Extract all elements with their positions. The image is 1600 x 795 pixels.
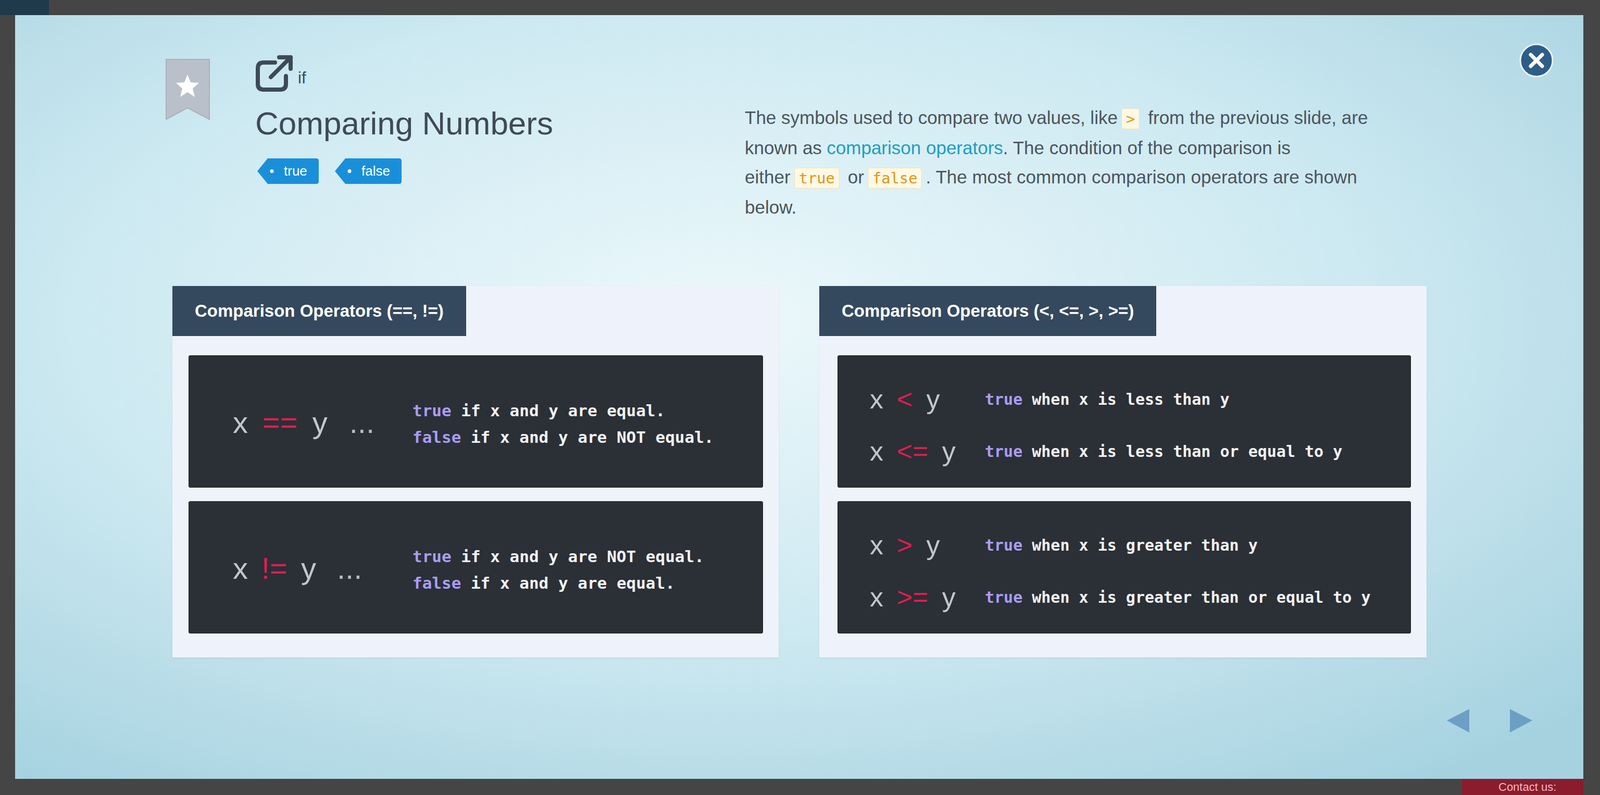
description-text: when x is greater than y <box>1031 535 1258 555</box>
button-text: Contact us: <box>1461 778 1557 795</box>
bookmark-icon <box>166 59 210 120</box>
description-text: if x and y are equal. <box>460 401 666 421</box>
description-text: when x is less than y <box>1031 390 1230 409</box>
operator-symbol: > <box>896 530 913 560</box>
operator-description: true if x and y are NOT equal. <box>412 546 705 567</box>
operator-symbol: != <box>261 551 288 585</box>
tag-hole <box>270 169 274 173</box>
operator-card: x != y... true if x and y are NOT equal. fals… <box>188 501 764 634</box>
tag-text: false <box>334 158 402 184</box>
operand: x <box>232 551 248 585</box>
intro-paragraph: The symbols used to compare two values, … <box>744 103 1391 222</box>
panel-header-bar: Comparison Operators (==, !=) <box>172 285 467 336</box>
contact-button: Contact us: <box>1461 778 1584 795</box>
operator-description: false if x and y are NOT equal. <box>412 427 715 447</box>
operator-expression: x == y... <box>232 405 375 440</box>
operator-description: true when x is greater than y <box>984 535 1258 555</box>
boolean-keyword: true <box>984 390 1023 409</box>
topic-label: if <box>297 68 307 88</box>
operand: y <box>926 384 940 415</box>
ellipsis: ... <box>349 405 375 440</box>
tag-hole <box>347 169 352 173</box>
tag-text: true <box>257 158 319 184</box>
ellipsis: ... <box>336 551 362 585</box>
tag-chip: true <box>257 158 319 184</box>
operator-symbol: >= <box>896 582 929 612</box>
operator-description: true when x is greater than or equal to y <box>984 588 1371 607</box>
boolean-keyword: true <box>412 546 452 567</box>
tag-body <box>257 158 319 184</box>
operator-card: x == y... true if x and y are equal. false if … <box>188 355 764 488</box>
description-text: if x and y are equal. <box>470 573 675 593</box>
corner-tile <box>0 0 49 16</box>
panel-header-bar: Comparison Operators (<, <=, >, >=) <box>819 285 1157 336</box>
operator-description: true if x and y are equal. <box>412 401 666 421</box>
operand: y <box>942 436 956 467</box>
operator-panel: Comparison Operators (==, !=) x == y... true… <box>172 285 779 658</box>
description-text: when x is less than or equal to y <box>1031 442 1343 461</box>
operator-panel: Comparison Operators (<, <=, >, >=) x < y tr… <box>819 285 1427 658</box>
operand: y <box>312 405 328 440</box>
glossary-link: comparison operators <box>826 137 1004 158</box>
operator-expression: x < y <box>869 384 940 415</box>
operator-description: true when x is less than y <box>984 390 1230 409</box>
close-button <box>1520 44 1553 77</box>
operand: x <box>869 436 884 467</box>
operator-expression: x >= y <box>869 582 956 612</box>
description-text: if x and y are NOT equal. <box>470 427 715 447</box>
operator-description: false if x and y are equal. <box>412 573 675 593</box>
operand: x <box>232 405 248 440</box>
operator-card: x>ytruewhen x is greater than yx>=ytruew… <box>837 501 1411 634</box>
inline-code: false <box>867 167 922 189</box>
tag-chip: false <box>334 158 402 184</box>
external-link-arrow <box>270 57 291 78</box>
inline-code: true <box>794 167 840 189</box>
close-cross <box>1530 54 1543 67</box>
boolean-keyword: true <box>984 442 1023 461</box>
paragraph-text: The symbols used to compare two values, … <box>744 107 1118 128</box>
panel-heading: Comparison Operators (==, !=) <box>172 285 467 336</box>
inline-code: > <box>1121 108 1140 130</box>
boolean-keyword: true <box>412 401 452 421</box>
panel-heading: Comparison Operators (<, <=, >, >=) <box>819 285 1157 336</box>
paragraph-text: or <box>847 166 865 187</box>
operand: y <box>301 551 317 585</box>
boolean-keyword: true <box>984 588 1023 607</box>
next-arrow <box>1509 708 1533 733</box>
bookmark-star <box>176 74 199 97</box>
operand: y <box>926 530 940 560</box>
description-text: when x is greater than or equal to y <box>1031 588 1371 607</box>
operand: x <box>869 582 884 612</box>
operator-symbol: <= <box>896 436 929 467</box>
operator-card: x < y true when x is less than y x <= y true when… <box>837 355 1411 488</box>
operator-expression: x <= y <box>869 436 956 467</box>
operator-expression: x != y... <box>232 551 362 585</box>
slide-title: Comparing Numbers <box>255 104 554 143</box>
operator-symbol: < <box>896 384 913 415</box>
prev-arrow <box>1446 708 1470 733</box>
operand: x <box>869 530 884 560</box>
boolean-keyword: false <box>412 427 461 447</box>
boolean-keyword: false <box>412 573 461 593</box>
operator-symbol: == <box>262 405 298 440</box>
operand: y <box>942 582 956 612</box>
operator-expression: x > y <box>869 530 940 560</box>
modal-panel <box>15 15 1584 779</box>
tag-body <box>334 158 402 184</box>
boolean-keyword: true <box>984 535 1023 555</box>
description-text: if x and y are NOT equal. <box>460 546 705 567</box>
operand: x <box>869 384 884 415</box>
operator-description: true when x is less than or equal to y <box>984 442 1343 461</box>
